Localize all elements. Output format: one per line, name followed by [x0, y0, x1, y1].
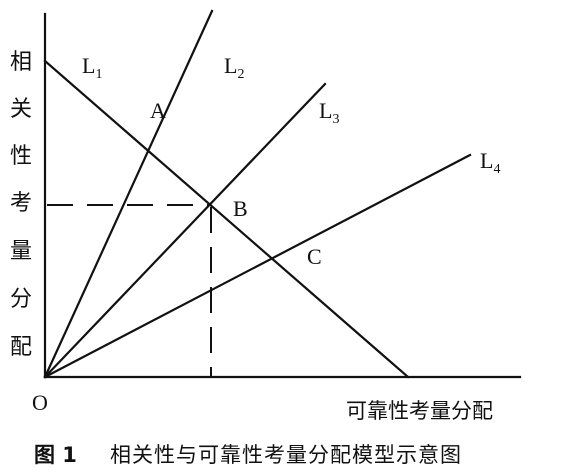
y-axis-char: 量 [10, 239, 32, 264]
figure-caption: 相关性与可靠性考量分配模型示意图 [110, 443, 462, 467]
point-label-a: A [150, 98, 166, 123]
point-label-b: B [233, 196, 248, 221]
y-axis-char: 分 [10, 287, 32, 312]
line-l2 [43, 9, 214, 379]
y-axis-char: 相 [10, 50, 32, 75]
label-l3: L3 [319, 98, 339, 127]
label-l1: L1 [82, 53, 102, 82]
x-axis-label: 可靠性考量分配 [346, 399, 493, 423]
y-axis-char: 配 [10, 335, 32, 360]
point-label-c: C [307, 244, 322, 269]
origin-label: O [32, 390, 48, 415]
label-l2: L2 [224, 53, 244, 82]
y-axis-label: 相 关 性 考 量 分 配 [10, 50, 32, 360]
y-axis-char: 关 [10, 97, 32, 122]
line-l3 [43, 82, 327, 379]
line-l1 [43, 59, 410, 379]
line-l4 [43, 153, 472, 379]
figure-number: 图 1 [34, 443, 77, 467]
y-axis-char: 考 [10, 191, 32, 216]
label-l4: L4 [480, 148, 500, 177]
y-axis-char: 性 [10, 144, 32, 169]
